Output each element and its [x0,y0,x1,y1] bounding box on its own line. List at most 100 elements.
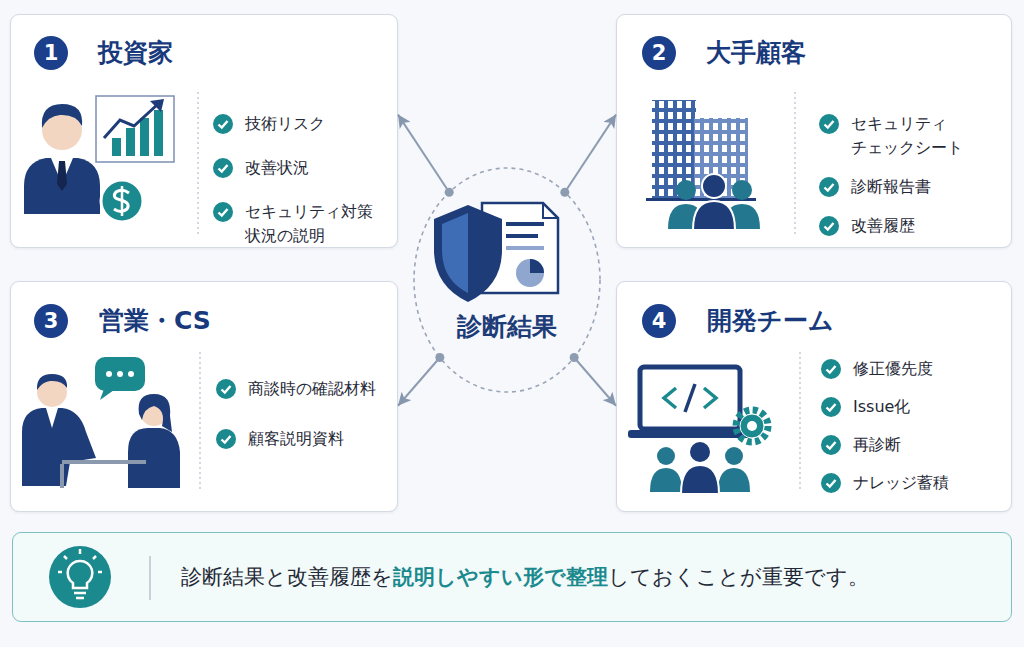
meeting-illustration-part [37,377,67,407]
check-text: 修正優先度 [853,357,933,381]
meeting-illustration-part [140,398,168,426]
company-illustration-part [724,204,760,229]
developer-illustration-part [640,367,740,429]
check-text: セキュリティ チェックシート [851,112,1007,160]
stakeholder-box: 営業・CS商談時の確認材料顧客説明資料3 [10,281,398,512]
note-segment: しておくことが重要です。 [608,563,869,591]
check-list: 技術リスク改善状況セキュリティ対策 状況の説明 [213,112,396,248]
investor-illustration-part [96,96,174,162]
check-icon [819,114,839,134]
check-circle [216,429,236,449]
report-shield-icon-part [516,259,544,287]
meeting-illustration-part [139,394,172,432]
investor-illustration-part [114,190,129,211]
check-mark [827,404,836,411]
meeting-illustration-part [128,371,134,377]
company-illustration-part [702,174,726,198]
check-icon [213,202,233,222]
connector-arrow [398,357,440,405]
investor-illustration-part [140,118,149,156]
meeting-illustration-part [22,408,96,486]
check-icon [213,114,233,134]
meeting-illustration-part [100,389,114,400]
number-badge: 2 [642,36,676,70]
report-shield-icon-part [434,205,502,302]
check-circle [821,397,841,417]
company-illustration-part [652,100,696,200]
meeting-illustration-part [106,371,112,377]
check-mark [219,121,228,128]
check-item: Issue化 [821,395,1006,419]
company-illustration [646,100,760,230]
investor-illustration-part [154,110,163,156]
company-illustration-part [646,198,756,201]
investor-illustration-part [101,180,143,222]
report-shield-icon-part [506,222,544,226]
dotted-separator-part [199,352,201,492]
check-item: セキュリティ チェックシート [819,112,1007,160]
investor-illustration-part [150,99,164,112]
investor-illustration-part [51,158,73,184]
number-badge: 3 [34,304,68,338]
connector-dot [445,188,454,197]
lightbulb-icon-part [49,546,111,608]
developer-illustration-part [628,430,752,438]
connector-arrow [398,115,449,193]
dotted-separator [198,92,800,492]
dotted-separator-part [197,92,199,236]
dotted-separator-part [799,352,801,492]
check-text: Issue化 [853,395,910,419]
check-icon [821,359,841,379]
check-item: セキュリティ対策 状況の説明 [213,200,396,248]
developer-illustration-part [650,468,682,492]
check-text: 再診断 [853,433,901,457]
dashed-ellipse [414,168,600,392]
report-shield-icon-part [543,203,558,218]
meeting-illustration-part [60,464,64,488]
meeting-illustration-part [46,408,58,428]
note-text: 診断結果と改善履歴を説明しやすい形で整理しておくことが重要です。 [181,533,869,621]
number-badge: 1 [34,36,68,70]
lightbulb-icon [49,546,150,608]
developer-illustration-part [689,441,711,463]
check-mark [827,442,836,449]
check-mark [825,184,834,191]
check-circle [819,216,839,236]
report-shield-icon-part [530,259,544,273]
check-circle [821,359,841,379]
check-text: ナレッジ蓄積 [853,471,949,495]
callout-number: 1 [44,41,59,65]
connector-arrow [574,357,616,405]
check-icon [821,397,841,417]
check-icon [216,379,236,399]
developer-illustration-part [725,447,743,465]
report-shield-icon [434,203,558,302]
check-item: 診断報告書 [819,175,1007,199]
check-item: 商談時の確認材料 [216,377,396,401]
developer-illustration-part [736,410,768,442]
box-title: 営業・CS [99,305,211,337]
connector-dot [570,353,579,362]
report-shield-icon-part [506,246,544,250]
box-title: 開発チーム [707,305,834,337]
stakeholder-box: 開発チーム修正優先度Issue化再診断ナレッジ蓄積4 [616,281,1012,512]
meeting-illustration-part [95,357,145,391]
meeting-illustration-part [37,374,67,390]
developer-illustration-part [740,414,764,438]
lightbulb-icon-part [149,556,151,600]
check-icon [819,216,839,236]
company-illustration-part [652,100,696,200]
check-circle [821,473,841,493]
developer-illustration-part [704,388,716,408]
check-text: セキュリティ対策 状況の説明 [245,200,396,248]
check-circle [821,435,841,455]
company-illustration-part [732,180,752,200]
check-item: 改善状況 [213,156,396,180]
callout-number: 2 [652,41,667,65]
box-title: 大手顧客 [706,37,806,69]
investor-illustration-part [112,138,121,156]
check-mark [827,480,836,487]
hub-circle: 診断結果 [412,166,602,394]
